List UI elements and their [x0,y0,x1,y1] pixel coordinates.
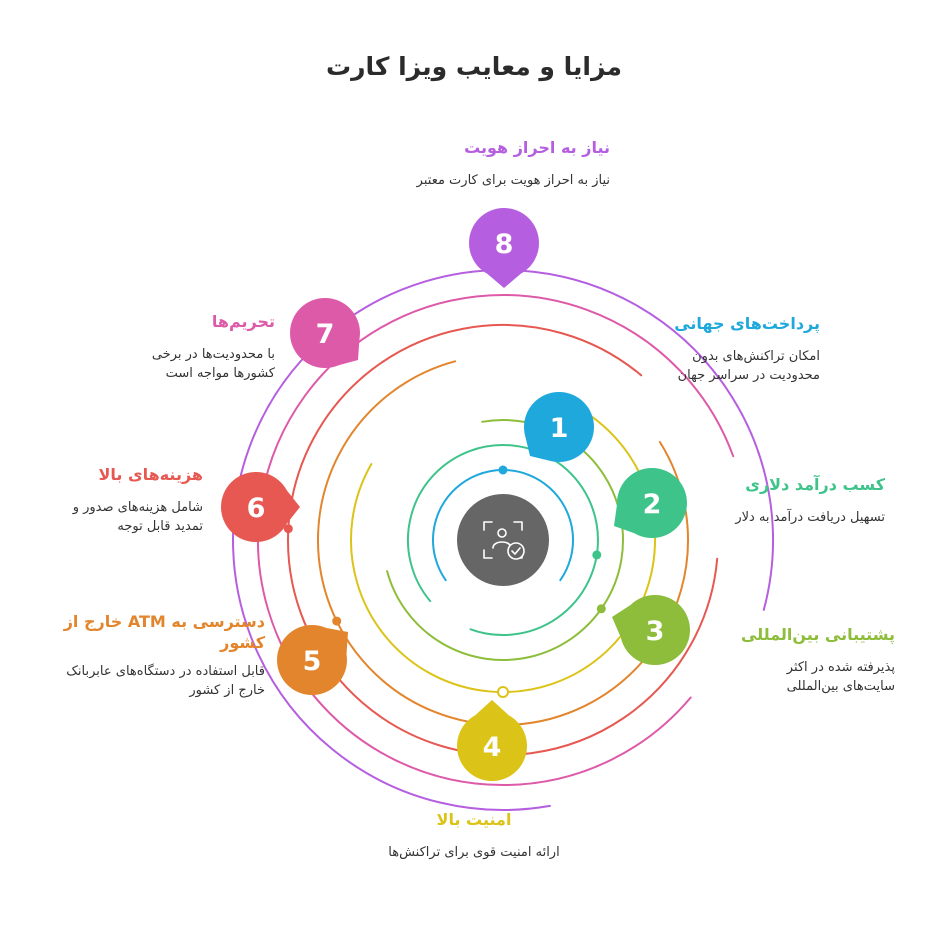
item-3-title: پشتیبانی بین‌المللی [740,625,895,644]
pin-number-3: 3 [646,616,665,647]
arc-marker-2 [592,550,602,560]
pin-8: 8 [469,208,539,288]
item-7-desc: با محدودیت‌ها در برخی کشورها مواجه است [151,346,275,382]
arc-marker-4 [497,686,509,698]
pin-circle-5 [277,625,347,695]
pin-number-1: 1 [550,413,569,444]
pin-1: 1 [524,392,594,462]
diagram-title: مزایا و معایب ویزا کارت [325,52,623,81]
item-8-title: نیاز به احراز هویت [464,138,610,157]
item-3-label: پشتیبانی بین‌المللی پذیرفته شده در اکثر … [700,625,895,697]
item-8-label: نیاز به احراز هویت نیاز به احراز هویت بر… [370,138,610,190]
pin-tail-6 [286,490,300,524]
item-4-label: امنیت بالا ارائه امنیت قوی برای تراکنش‌ه… [364,810,584,862]
item-6-title: هزینه‌های بالا [98,465,203,484]
arc-marker-3 [596,604,606,614]
item-8-desc: نیاز به احراز هویت برای کارت معتبر [416,172,610,188]
arc-marker-6 [283,524,293,534]
center-node [457,494,549,586]
item-1-desc: امکان تراکنش‌های بدون محدودیت در سراسر ج… [677,348,820,384]
pin-5: 5 [277,625,348,695]
item-5-title: دسترسی به ATM خارج از کشور [63,612,265,652]
item-4-title: امنیت بالا [436,810,512,829]
item-1-label: پرداخت‌های جهانی امکان تراکنش‌های بدون م… [600,314,820,386]
arc-6 [287,324,719,756]
center-circle [457,494,549,586]
item-4-desc: ارائه امنیت قوی برای تراکنش‌ها [388,844,560,860]
pin-circle-6 [221,472,291,542]
pin-tail-8 [487,273,521,288]
item-7-label: تحریم‌ها با محدودیت‌ها در برخی کشورها مو… [110,312,275,384]
pin-circle-4 [457,711,527,781]
pin-7: 7 [290,298,360,368]
pin-number-4: 4 [483,732,502,763]
item-5-label: دسترسی به ATM خارج از کشور قابل استفاده … [60,612,265,701]
pin-6: 6 [221,472,300,542]
pin-number-2: 2 [643,489,662,520]
item-5-desc: قابل استفاده در دستگاه‌های عابربانک خارج… [66,663,265,699]
pin-tail-4 [475,700,509,716]
pin-circle-8 [469,208,539,278]
pin-3: 3 [612,595,690,665]
arc-2 [406,444,599,637]
pin-number-5: 5 [303,646,322,677]
item-7-title: تحریم‌ها [211,312,275,331]
item-1-title: پرداخت‌های جهانی [674,314,820,333]
pin-circle-2 [617,468,687,538]
pin-4: 4 [457,700,527,781]
pin-circle-1 [524,392,594,462]
pin-circle-7 [290,298,360,368]
arc-marker-5 [332,616,342,626]
pin-number-7: 7 [316,319,335,350]
pin-number-6: 6 [247,493,266,524]
pin-number-8: 8 [495,229,514,260]
item-6-desc: شامل هزینه‌های صدور و تمدید قابل توجه [72,499,203,535]
pin-circle-3 [620,595,690,665]
item-2-title: کسب درآمد دلاری [745,475,885,494]
item-2-label: کسب درآمد دلاری تسهیل دریافت درآمد به دل… [700,475,885,527]
item-2-desc: تسهیل دریافت درآمد به دلار [735,509,885,525]
item-6-label: هزینه‌های بالا شامل هزینه‌های صدور و تمد… [60,465,203,537]
identity-verified-icon [483,521,525,560]
arc-marker-1 [498,465,508,475]
arc-5 [317,360,689,726]
item-3-desc: پذیرفته شده در اکثر سایت‌های بین‌المللی [786,659,895,695]
pin-2: 2 [614,468,687,538]
